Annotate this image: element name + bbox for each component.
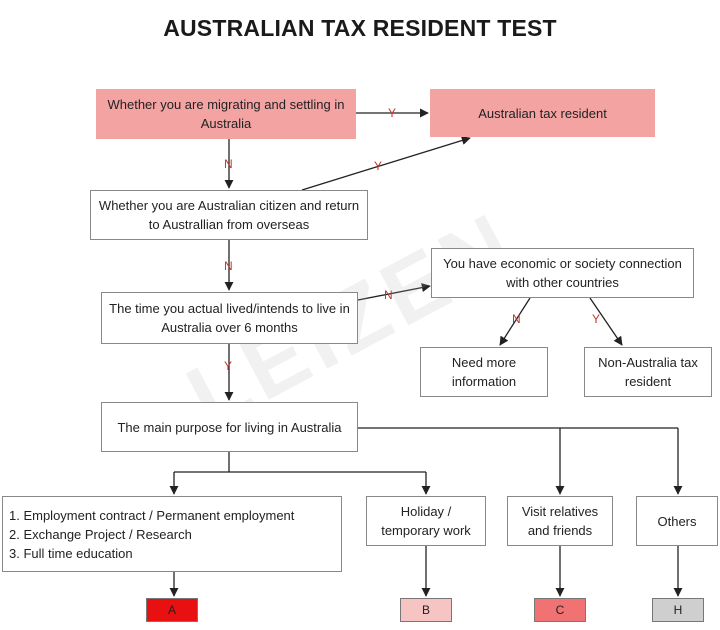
result-h: H (652, 598, 704, 622)
employment-item-1: 1. Employment contract / Permanent emplo… (9, 507, 295, 523)
employment-item-2: 2. Exchange Project / Research (9, 526, 192, 542)
arrow-connection-to-nonresident (589, 297, 623, 346)
result-c: C (534, 598, 586, 622)
label-y-lived: Y (224, 359, 233, 373)
node-other-connection: You have economic or society connection … (431, 248, 694, 298)
result-b: B (400, 598, 452, 622)
label-n-connection: N (512, 312, 521, 326)
result-a: A (146, 598, 198, 622)
label-n-citizen: N (224, 259, 233, 273)
node-lived-6-months: The time you actual lived/intends to liv… (101, 292, 358, 344)
node-others: Others (636, 496, 718, 546)
label-y-migrating: Y (388, 106, 397, 120)
label-n-lived: N (384, 288, 393, 302)
label-y-citizen: Y (374, 159, 383, 173)
node-tax-resident: Australian tax resident (430, 89, 655, 137)
arrow-lived-to-connection (357, 283, 431, 301)
node-holiday: Holiday / temporary work (366, 496, 486, 546)
node-visit-relatives: Visit relatives and friends (507, 496, 613, 546)
node-non-resident: Non-Australia tax resident (584, 347, 712, 397)
employment-item-3: 3. Full time education (9, 545, 133, 561)
node-employment-list: 1. Employment contract / Permanent emplo… (2, 496, 342, 572)
node-citizen: Whether you are Australian citizen and r… (90, 190, 368, 240)
page-title: AUSTRALIAN TAX RESIDENT TEST (163, 15, 557, 41)
node-migrating: Whether you are migrating and settling i… (96, 89, 356, 139)
arrow-connection-to-needinfo (499, 297, 531, 346)
label-n-migrating: N (224, 157, 233, 171)
node-main-purpose: The main purpose for living in Australia (101, 402, 358, 452)
label-y-connection: Y (592, 312, 601, 326)
arrow-citizen-to-resident (301, 136, 471, 191)
node-need-more-info: Need more information (420, 347, 548, 397)
